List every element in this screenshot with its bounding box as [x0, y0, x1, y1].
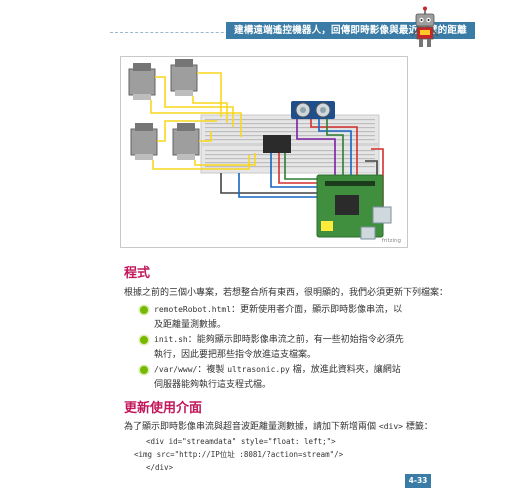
bullet-icon — [140, 366, 148, 374]
figure-credit: fritzing — [381, 238, 401, 244]
item-description: ：能夠顯示即時影像串流之前，有一些初始指令必須先執行，因此要把那些指令放進這支檔… — [154, 335, 404, 360]
intro-text: 標籤： — [402, 422, 433, 432]
bullet-icon — [140, 336, 148, 344]
wiring-diagram-figure: fritzing — [120, 56, 408, 248]
section-heading-update-ui: 更新使用介面 — [124, 401, 203, 416]
breadboard-illustration — [128, 59, 392, 240]
section-intro: 為了顯示即時影像串流與超音波距離量測數據，請加下新增兩個 <div> 標籤： — [124, 419, 433, 435]
robot-mascot-icon — [411, 6, 439, 47]
bullet-icon — [140, 306, 148, 314]
item-description: ：複製 — [197, 365, 228, 375]
filename: ultrasonic.py — [227, 365, 290, 374]
intro-text: 為了顯示即時影像串流與超音波距離量測數據，請加下新增兩個 — [124, 422, 379, 432]
page-number: 4-33 — [405, 474, 431, 488]
filename: remoteRobot.html — [154, 305, 232, 314]
code-line: <img src="http://IP位址 :8081/?action=stre… — [134, 450, 344, 459]
section-heading-program: 程式 — [124, 266, 151, 281]
section-intro: 根據之前的三個小專案，若想整合所有東西，很明顯的，我們必須更新下列檔案： — [124, 288, 449, 298]
filename: init.sh — [154, 335, 188, 344]
item-description: 檔，放進此資料夾，讓網站伺服器能夠執行這支程式檔。 — [154, 365, 401, 390]
item-description: ：更新使用者介面，顯示即時影像串流，以及距離量測數據。 — [154, 305, 403, 330]
code-line: <div id="streamdata" style="float: left;… — [146, 437, 336, 446]
filename: /var/www/ — [154, 365, 198, 374]
inline-code: <div> — [378, 422, 403, 431]
code-line: </div> — [146, 463, 174, 472]
